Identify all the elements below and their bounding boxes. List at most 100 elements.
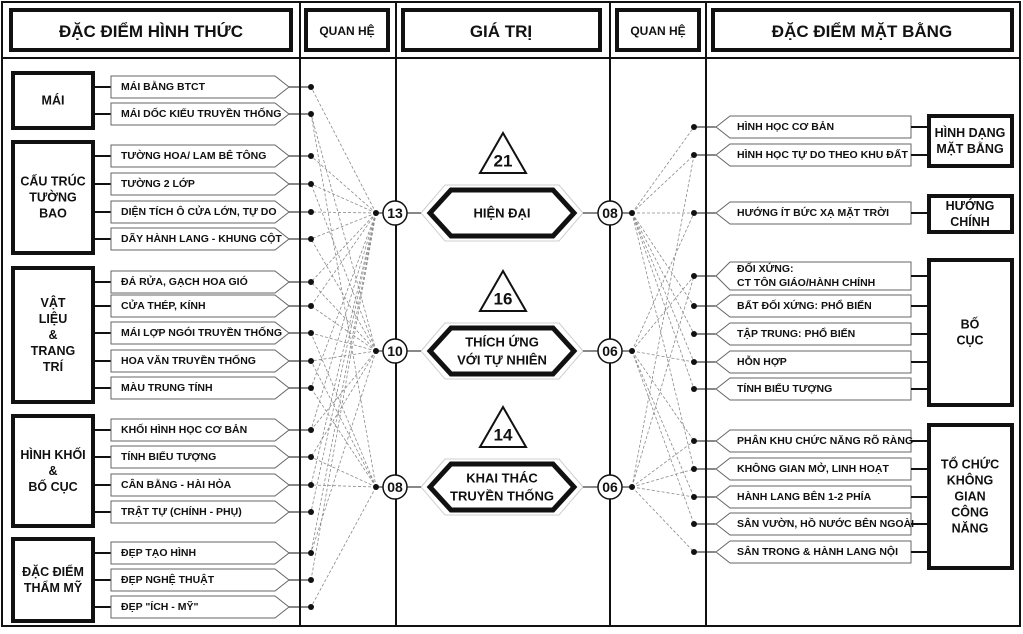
form-group-label: HÌNH KHỐI (20, 447, 85, 462)
relation-line (631, 350, 695, 442)
plan-item-label: ĐỐI XỨNG: (737, 261, 794, 275)
form-group-label: TRANG (31, 344, 75, 358)
value-hexagon (426, 187, 578, 239)
form-group-label: THẨM MỸ (24, 580, 83, 595)
relation-line (310, 155, 377, 214)
relation-line (631, 486, 695, 498)
form-group-label: LIỆU (39, 311, 67, 326)
value-hexagon (426, 461, 578, 513)
relation-line (631, 212, 695, 470)
right-count: 06 (602, 479, 618, 495)
left-count-circle (382, 474, 408, 500)
form-item-box (110, 294, 290, 318)
form-group-label: & (48, 464, 57, 478)
hub-dot (629, 210, 635, 216)
form-item-box (110, 445, 290, 469)
plan-group-label: HÌNH DẠNG (935, 125, 1006, 140)
form-group-label: BAO (39, 207, 67, 221)
relation-line (310, 113, 377, 352)
relation-line (310, 212, 377, 554)
header-plan-label: ĐẶC ĐIỂM MẶT BẰNG (772, 22, 952, 41)
relation-line (631, 350, 695, 525)
connection-dot (308, 509, 314, 515)
total-count: 14 (494, 426, 513, 445)
plan-group-label: GIAN (954, 490, 985, 504)
form-item-label: TƯỜNG HOA/ LAM BÊ TÔNG (121, 149, 266, 162)
relation-line (310, 350, 377, 362)
connection-dot (308, 111, 314, 117)
relation-line (631, 212, 695, 363)
relation-line (310, 350, 377, 554)
relation-line (631, 486, 695, 553)
form-item-label: CỬA THÉP, KÍNH (121, 299, 206, 312)
connection-dot (308, 482, 314, 488)
form-group-label: & (48, 328, 57, 342)
relation-line (631, 275, 695, 352)
plan-item-label: KHÔNG GIAN MỞ, LINH HOẠT (737, 462, 889, 475)
connection-dot (308, 385, 314, 391)
form-item-label: TƯỜNG 2 LỚP (121, 177, 195, 190)
relation-line (631, 212, 695, 307)
connection-dot (308, 303, 314, 309)
relation-line (310, 212, 377, 486)
plan-group-label: CHÍNH (950, 214, 990, 229)
form-group-label: VẬT (41, 295, 66, 310)
connector-lines (310, 86, 695, 608)
value-label: VỚI TỰ NHIÊN (457, 353, 547, 368)
relation-line (310, 212, 377, 389)
form-item-label: ĐẸP NGHỆ THUẬT (121, 573, 215, 586)
form-item-box (110, 172, 290, 196)
connection-dot (308, 84, 314, 90)
total-count: 21 (494, 152, 513, 171)
plan-item-label: HÀNH LANG BÊN 1-2 PHÍA (737, 490, 872, 503)
relation-line (310, 350, 377, 431)
relation-line (310, 183, 377, 214)
form-item-box (110, 75, 290, 99)
form-item-box (110, 376, 290, 400)
form-item-box (110, 568, 290, 592)
form-item-box (110, 227, 290, 251)
form-item-box (110, 418, 290, 442)
relation-line (631, 275, 695, 488)
header-value-label: GIÁ TRỊ (470, 22, 532, 41)
form-item-label: DIỆN TÍCH Ô CỬA LỚN, TỰ DO (121, 205, 277, 218)
value-hexagon (426, 325, 578, 377)
value-label: HIỆN ĐẠI (473, 206, 530, 221)
right-count-circle (597, 474, 623, 500)
relation-line (631, 468, 695, 488)
plan-group-box (927, 114, 1014, 168)
left-count: 10 (387, 343, 403, 359)
plan-group-label: BỐ (961, 317, 980, 332)
form-item-box (110, 144, 290, 168)
relation-line (631, 350, 695, 363)
left-count-circle (382, 338, 408, 364)
relation-line (310, 281, 377, 352)
connection-dot (308, 454, 314, 460)
form-item-label: MÁI DỐC KIỂU TRUYỀN THỐNG (121, 106, 281, 120)
relation-line (631, 440, 695, 488)
form-item-box (110, 200, 290, 224)
connection-dot (308, 577, 314, 583)
relation-line (310, 332, 377, 352)
value-label: TRUYỀN THỐNG (450, 489, 554, 504)
hub-dot (373, 484, 379, 490)
form-group-label: TRÍ (43, 359, 64, 374)
plan-group-label: CÔNG (951, 505, 989, 520)
form-item-label: CÂN BẰNG - HÀI HÒA (121, 478, 232, 491)
relation-line (310, 211, 377, 214)
plan-group-label: HƯỚNG (946, 198, 995, 213)
right-count: 06 (602, 343, 618, 359)
connection-dot (308, 236, 314, 242)
plan-item-label: HỖN HỢP (737, 355, 787, 368)
form-group-label: ĐẶC ĐIỂM (22, 564, 84, 579)
